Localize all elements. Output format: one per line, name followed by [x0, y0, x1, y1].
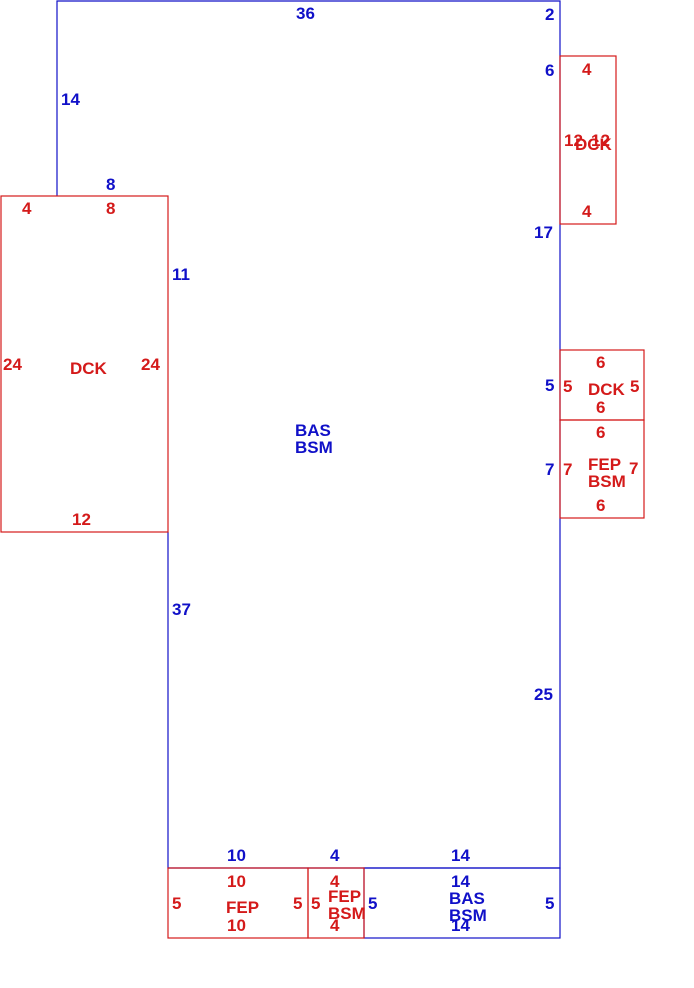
- dim-main-left-top: 14: [61, 90, 80, 109]
- south-porch-small-outline: [307, 867, 365, 939]
- dim-ne-bottom: 4: [582, 202, 592, 221]
- dim-main-right-b: 17: [534, 223, 553, 242]
- south-porch-code: FEP: [226, 898, 259, 917]
- east-porch-outline: [559, 419, 645, 519]
- dim-main-right-c: 5: [545, 376, 554, 395]
- main-code-bsm: BSM: [295, 438, 333, 457]
- dim-bottom-seg1: 10: [227, 846, 246, 865]
- dim-sb-top: 14: [451, 872, 470, 891]
- dim-main-right-e: 25: [534, 685, 553, 704]
- dim-main-step: 8: [106, 175, 115, 194]
- dim-ne-top: 4: [582, 60, 592, 79]
- ne-deck-code: DCK: [575, 135, 613, 154]
- dim-ne-side-b: 12: [591, 131, 610, 150]
- dim-eporch-right: 7: [629, 459, 638, 478]
- south-porch-small-code-bsm: BSM: [328, 904, 366, 923]
- dim-edeck-top: 6: [596, 353, 605, 372]
- dim-sp-right: 5: [293, 894, 302, 913]
- dim-eporch-bottom: 6: [596, 496, 605, 515]
- dim-sb-bottom: 14: [451, 916, 470, 935]
- dim-wdeck-top-right: 8: [106, 199, 115, 218]
- dim-wdeck-left: 24: [3, 355, 22, 374]
- dim-main-left-mid: 11: [172, 265, 190, 284]
- dim-edeck-bottom: 6: [596, 398, 605, 417]
- dim-bottom-seg2: 4: [330, 846, 340, 865]
- east-porch-code-fep: FEP: [588, 455, 621, 474]
- south-bas-code-bsm: BSM: [449, 906, 487, 925]
- dim-wdeck-top-left: 4: [22, 199, 32, 218]
- dim-wdeck-bottom: 12: [72, 510, 91, 529]
- west-deck-outline: [0, 195, 169, 533]
- dim-sp-bottom: 10: [227, 916, 246, 935]
- dim-sb-right: 5: [545, 894, 554, 913]
- west-deck-code: DCK: [70, 359, 108, 378]
- dim-eporch-top: 6: [596, 423, 605, 442]
- main-code-bas: BAS: [295, 421, 331, 440]
- east-deck-code: DCK: [588, 380, 626, 399]
- dim-main-right-a: 6: [545, 61, 554, 80]
- dim-sps-top: 4: [330, 872, 340, 891]
- east-porch-code-bsm: BSM: [588, 472, 626, 491]
- dim-bottom-seg3: 14: [451, 846, 470, 865]
- south-porch-small-code-fep: FEP: [328, 887, 361, 906]
- dim-main-right-top: 2: [545, 5, 554, 24]
- dim-eporch-left: 7: [563, 460, 572, 479]
- dim-sps-bottom: 4: [330, 916, 340, 935]
- south-bas-code-bas: BAS: [449, 889, 485, 908]
- dim-edeck-left: 5: [563, 377, 572, 396]
- dim-main-top: 36: [296, 4, 315, 23]
- dim-sp-top: 10: [227, 872, 246, 891]
- dim-main-left-low: 37: [172, 600, 191, 619]
- ne-deck-outline: [559, 55, 617, 225]
- dim-sp-left: 5: [172, 894, 181, 913]
- dim-ne-side-a: 12: [564, 131, 583, 150]
- dim-main-right-d: 7: [545, 460, 554, 479]
- dim-wdeck-right: 24: [141, 355, 160, 374]
- dim-sps-left: 5: [311, 894, 320, 913]
- dim-sps-right: 5: [368, 894, 377, 913]
- dim-edeck-right: 5: [630, 377, 639, 396]
